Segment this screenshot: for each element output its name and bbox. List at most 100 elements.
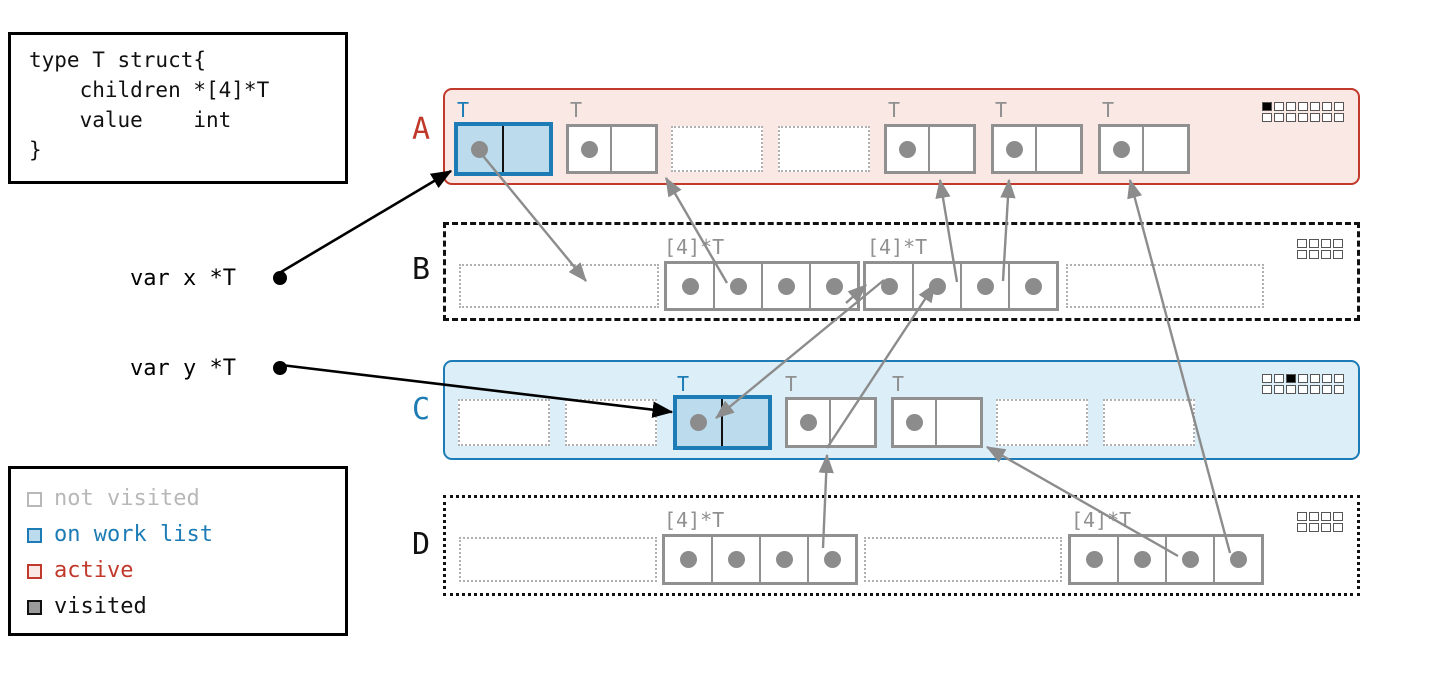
mark-bitmap-cell: [1333, 523, 1343, 532]
pointer-dot-icon: [825, 277, 843, 295]
array-cell[interactable]: [1119, 537, 1167, 582]
array-d2[interactable]: [1068, 534, 1264, 585]
object-pointer-field: [1101, 127, 1144, 171]
span-row-a[interactable]: T T T T T: [443, 88, 1360, 185]
mark-bitmap-cell: [1286, 385, 1296, 394]
mark-bitmap-cell: [1310, 374, 1320, 383]
array-cell[interactable]: [713, 537, 761, 582]
empty-slot-wide: [459, 264, 659, 308]
pointer-dot-icon: [690, 414, 708, 431]
span-row-b[interactable]: [4]*T [4]*T: [443, 222, 1360, 321]
empty-slot-wide: [459, 537, 657, 582]
pointer-dot-icon: [1133, 551, 1151, 568]
legend-label: not visited: [54, 486, 200, 511]
object-cell-c2[interactable]: [673, 395, 772, 450]
mark-bitmap-cell: [1333, 250, 1343, 259]
empty-slot: [565, 399, 657, 446]
array-b2[interactable]: [863, 261, 1059, 311]
mark-bitmap-row: [1297, 523, 1343, 532]
object-cell-c4[interactable]: [891, 397, 983, 448]
legend-item-on-work-list: on work list: [27, 517, 345, 553]
object-cell-a4[interactable]: [884, 124, 976, 174]
mark-bitmap-cell: [1286, 102, 1296, 111]
legend-label: on work list: [54, 522, 213, 547]
mark-bitmap-cell: [1322, 385, 1332, 394]
var-x-root-dot-icon: [273, 271, 287, 285]
mark-bitmap-cell: [1321, 250, 1331, 259]
pointer-dot-icon: [777, 277, 795, 295]
empty-slot: [996, 399, 1088, 446]
array-cell[interactable]: [667, 264, 715, 308]
mark-bitmap-cell: [1262, 102, 1272, 111]
type-label-t: T: [677, 372, 690, 396]
var-y-text: var y *T: [130, 356, 236, 381]
type-label-array: [4]*T: [1071, 508, 1132, 532]
array-cell[interactable]: [914, 264, 962, 308]
mark-bitmap-cell: [1297, 239, 1307, 248]
type-definition-box: type T struct{ children *[4]*T value int…: [8, 32, 348, 184]
pointer-dot-icon: [976, 277, 994, 295]
type-label-t: T: [785, 372, 798, 396]
span-row-d[interactable]: [4]*T [4]*T: [443, 495, 1360, 596]
legend-item-active: active: [27, 553, 345, 589]
mark-bitmap-cell: [1321, 523, 1331, 532]
mark-bitmap-cell: [1310, 385, 1320, 394]
mark-bitmap-cell: [1321, 239, 1331, 248]
mark-bitmap-row: [1262, 374, 1344, 383]
array-cell[interactable]: [1010, 264, 1056, 308]
object-cell-a1[interactable]: [566, 124, 658, 174]
mark-bitmap-row: [1262, 102, 1344, 111]
legend-swatch-icon: [27, 599, 42, 615]
object-value-field: [1037, 127, 1080, 171]
empty-slot-wide: [864, 537, 1062, 582]
pointer-dot-icon: [906, 414, 923, 431]
mark-bitmap-row: [1297, 239, 1343, 248]
mark-bitmap-cell: [1297, 512, 1307, 521]
array-b1[interactable]: [664, 261, 860, 311]
array-cell[interactable]: [962, 264, 1010, 308]
array-cell[interactable]: [866, 264, 914, 308]
pointer-dot-icon: [581, 140, 598, 158]
pointer-dot-icon: [928, 277, 946, 295]
type-label-t: T: [1102, 98, 1115, 122]
array-cell[interactable]: [1167, 537, 1215, 582]
array-cell[interactable]: [809, 537, 855, 582]
object-cell-a0[interactable]: [454, 122, 553, 176]
mark-bitmap-cell: [1297, 523, 1307, 532]
span-row-c[interactable]: T T T: [443, 360, 1360, 460]
object-cell-c3[interactable]: [785, 397, 877, 448]
object-pointer-field: [788, 400, 831, 445]
pointer-dot-icon: [880, 277, 898, 295]
mark-bitmap-cell: [1298, 385, 1308, 394]
mark-bitmap-row: [1297, 512, 1343, 521]
array-cell[interactable]: [761, 537, 809, 582]
array-cell[interactable]: [1071, 537, 1119, 582]
code-line: }: [29, 138, 42, 162]
object-cell-a5[interactable]: [991, 124, 1083, 174]
code-line: type T struct{: [29, 48, 207, 72]
array-cell[interactable]: [1215, 537, 1261, 582]
type-label-array: [4]*T: [664, 235, 725, 259]
mark-bitmap-cell: [1286, 374, 1296, 383]
var-y-root-dot-icon: [273, 361, 287, 375]
mark-bitmap-cell: [1274, 102, 1284, 111]
pointer-dot-icon: [681, 277, 699, 295]
mark-bitmap-row: [1262, 113, 1344, 122]
object-value-field: [504, 126, 550, 172]
array-cell[interactable]: [763, 264, 811, 308]
mark-bitmap-cell: [1298, 113, 1308, 122]
legend-swatch-icon: [27, 563, 42, 579]
array-cell[interactable]: [715, 264, 763, 308]
mark-bitmap-cell: [1262, 374, 1272, 383]
mark-bitmap-b: [1297, 239, 1343, 259]
array-d1[interactable]: [662, 534, 858, 585]
array-cell[interactable]: [665, 537, 713, 582]
object-value-field: [1144, 127, 1187, 171]
array-cell[interactable]: [811, 264, 857, 308]
mark-bitmap-cell: [1309, 239, 1319, 248]
mark-bitmap-cell: [1334, 385, 1344, 394]
object-cell-a6[interactable]: [1098, 124, 1190, 174]
mark-bitmap-cell: [1262, 385, 1272, 394]
object-value-field: [612, 127, 655, 171]
legend-label: active: [54, 558, 134, 583]
